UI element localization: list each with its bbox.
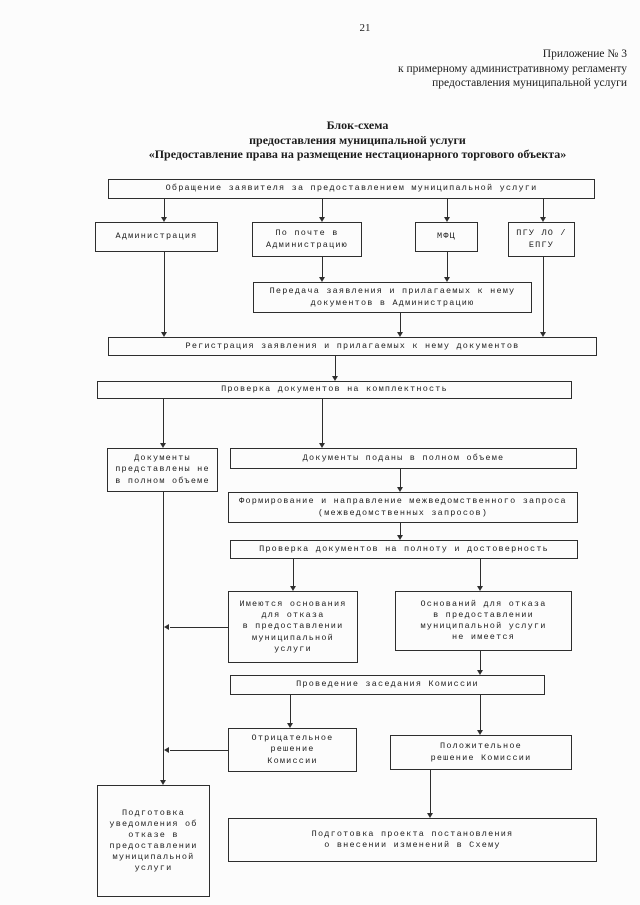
connector-appeal-pgu [543, 199, 544, 217]
connector-no-grounds-commission [480, 651, 481, 670]
title-line-1: Блок-схема [326, 118, 389, 132]
arrowhead-down-registration-left [161, 332, 167, 337]
document-title: Блок-схема предоставления муниципальной … [95, 118, 620, 162]
arrowhead-down-by-mail [319, 217, 325, 222]
node-completeness-check: Проверка документов на комплектность [97, 381, 572, 399]
node-negative-decision: Отрицательное решение Комиссии [228, 728, 357, 772]
connector-negative-refusal-rail [170, 750, 228, 751]
node-mfc-label: МФЦ [437, 231, 456, 242]
page-number: 21 [359, 22, 371, 34]
node-administration-label: Администрация [115, 231, 198, 242]
node-positive-decision-label: Положительное решение Комиссии [430, 741, 532, 763]
arrowhead-down-grounds [290, 586, 296, 591]
arrowhead-down-interagency [397, 487, 403, 492]
connector-registration-completeness [335, 356, 336, 376]
node-refusal-notice: Подготовка уведомления об отказе в предо… [97, 785, 210, 897]
connector-completeness-complete [322, 399, 323, 443]
node-pgu: ПГУ ЛО / ЕПГУ [508, 222, 575, 257]
connector-commission-positive [480, 695, 481, 730]
connector-pgu-registration [543, 257, 544, 332]
node-appeal-label: Обращение заявителя за предоставлением м… [165, 183, 538, 194]
arrowhead-down-refusal-notice [160, 780, 166, 785]
node-docs-incomplete: Документы представлены не в полном объем… [107, 448, 218, 492]
node-no-grounds-for-refusal-label: Оснований для отказа в предоставлении му… [420, 598, 547, 643]
node-registration: Регистрация заявления и прилагаемых к не… [108, 337, 597, 356]
connector-grounds-refusal-rail [170, 627, 228, 628]
arrowhead-down-transfer-left [319, 277, 325, 282]
connector-accuracy-grounds [293, 559, 294, 586]
connector-by-mail-transfer [322, 257, 323, 277]
connector-refusal-rail [163, 492, 164, 780]
node-commission-meeting: Проведение заседания Комиссии [230, 675, 545, 695]
arrowhead-down-negative [287, 723, 293, 728]
connector-interagency-accuracy [400, 523, 401, 535]
arrowhead-down-registration-center [397, 332, 403, 337]
connector-appeal-by-mail [322, 199, 323, 217]
node-no-grounds-for-refusal: Оснований для отказа в предоставлении му… [395, 591, 572, 651]
arrowhead-left-grounds [164, 624, 169, 630]
connector-accuracy-no-grounds [480, 559, 481, 586]
arrowhead-left-negative [164, 747, 169, 753]
node-accuracy-check-label: Проверка документов на полноту и достове… [259, 543, 549, 554]
node-grounds-for-refusal: Имеются основания для отказа в предостав… [228, 591, 358, 663]
connector-positive-draft [430, 770, 431, 813]
title-line-2: предоставления муниципальной услуги [249, 132, 466, 147]
node-positive-decision: Положительное решение Комиссии [390, 735, 572, 770]
annex-header: Приложение № 3 к примерному администрати… [398, 47, 627, 91]
node-interagency-request-label: Формирование и направление межведомствен… [239, 496, 567, 518]
connector-transfer-registration [400, 313, 401, 332]
connector-completeness-incomplete [163, 399, 164, 443]
node-grounds-for-refusal-label: Имеются основания для отказа в предостав… [239, 599, 347, 654]
node-interagency-request: Формирование и направление межведомствен… [228, 492, 578, 523]
arrowhead-down-completeness [332, 376, 338, 381]
node-administration: Администрация [95, 222, 218, 252]
annex-header-line-1: Приложение № 3 [542, 48, 627, 60]
node-transfer: Передача заявления и прилагаемых к нему … [253, 282, 532, 313]
connector-commission-negative [290, 695, 291, 723]
arrowhead-down-transfer-right [444, 277, 450, 282]
arrowhead-down-administration [161, 217, 167, 222]
node-appeal: Обращение заявителя за предоставлением м… [108, 179, 595, 199]
arrowhead-down-complete [319, 443, 325, 448]
arrowhead-down-registration-right [540, 332, 546, 337]
node-pgu-label: ПГУ ЛО / ЕПГУ [516, 228, 567, 250]
node-docs-complete-label: Документы поданы в полном объеме [302, 452, 505, 463]
connector-mfc-transfer [447, 252, 448, 277]
annex-header-line-2: к примерному административному регламент… [398, 62, 627, 75]
node-draft-resolution-label: Подготовка проекта постановления о внесе… [311, 828, 514, 850]
node-accuracy-check: Проверка документов на полноту и достове… [230, 540, 578, 559]
arrowhead-down-draft [427, 813, 433, 818]
annex-header-line-3: предоставления муниципальной услуги [432, 77, 627, 89]
arrowhead-down-positive [477, 730, 483, 735]
connector-administration-registration [164, 252, 165, 332]
node-by-mail: По почте в Администрацию [252, 222, 362, 257]
connector-appeal-mfc [447, 199, 448, 217]
arrowhead-down-commission [477, 670, 483, 675]
node-draft-resolution: Подготовка проекта постановления о внесе… [228, 818, 597, 862]
connector-complete-interagency [400, 469, 401, 487]
node-commission-meeting-label: Проведение заседания Комиссии [296, 679, 479, 690]
arrowhead-down-no-grounds [477, 586, 483, 591]
node-docs-complete: Документы поданы в полном объеме [230, 448, 577, 469]
node-registration-label: Регистрация заявления и прилагаемых к не… [185, 340, 520, 351]
node-refusal-notice-label: Подготовка уведомления об отказе в предо… [109, 807, 198, 874]
node-negative-decision-label: Отрицательное решение Комиссии [251, 733, 334, 766]
arrowhead-down-incomplete [160, 443, 166, 448]
node-transfer-label: Передача заявления и прилагаемых к нему … [269, 286, 516, 308]
arrowhead-down-mfc [444, 217, 450, 222]
arrowhead-down-accuracy [397, 535, 403, 540]
arrowhead-down-pgu [540, 217, 546, 222]
connector-appeal-administration [164, 199, 165, 217]
node-completeness-check-label: Проверка документов на комплектность [221, 384, 448, 395]
node-mfc: МФЦ [415, 222, 478, 252]
node-by-mail-label: По почте в Администрацию [266, 228, 348, 250]
title-line-3: «Предоставление права на размещение нест… [148, 147, 567, 161]
node-docs-incomplete-label: Документы представлены не в полном объем… [115, 453, 210, 486]
